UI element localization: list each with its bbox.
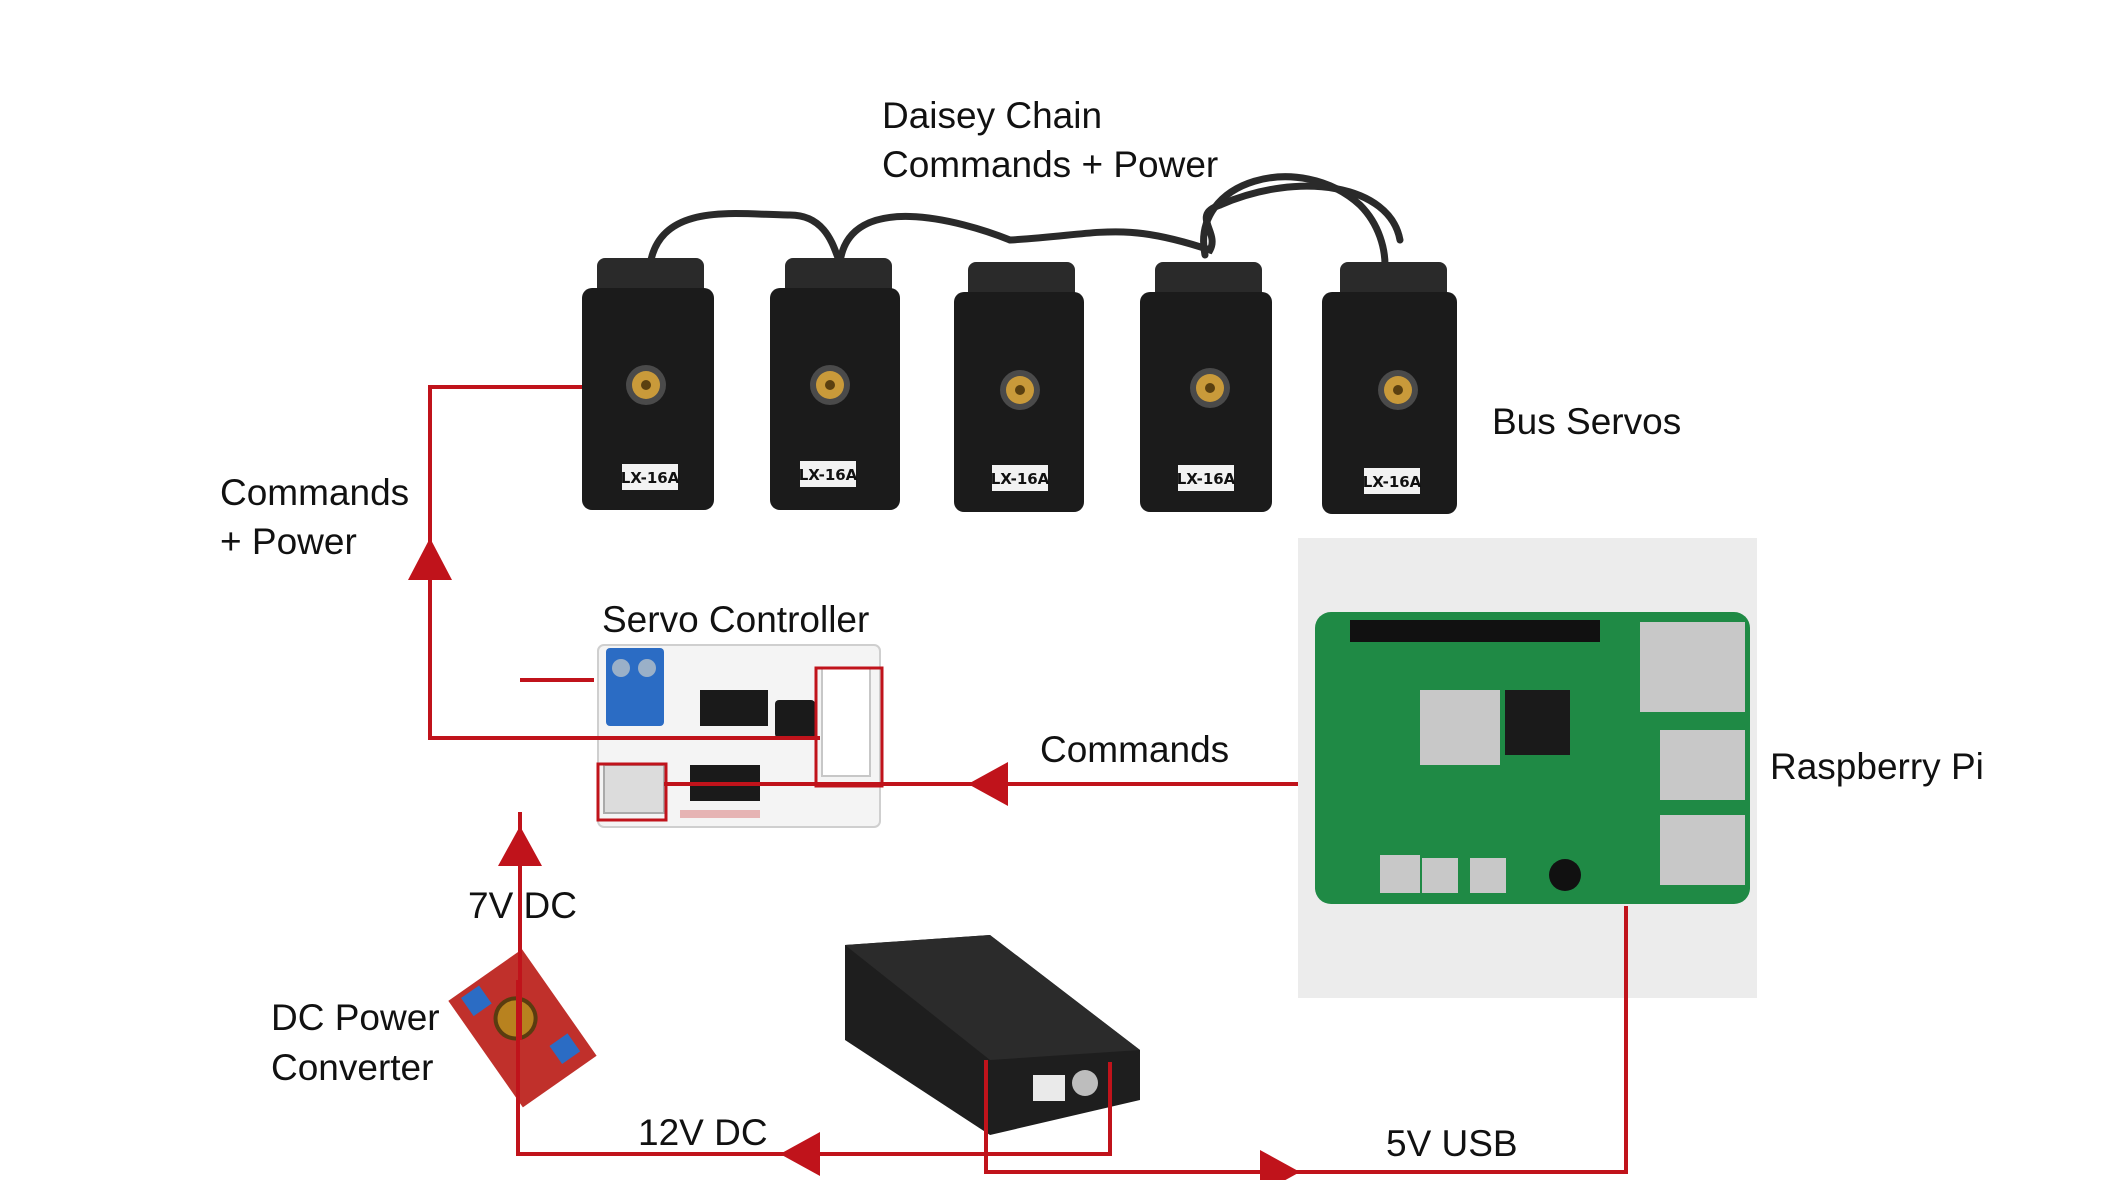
commands-power-label: Commands bbox=[220, 472, 409, 513]
servo-model-label: LX-16A bbox=[621, 469, 680, 487]
raspberry-pi-label: Raspberry Pi bbox=[1770, 746, 1984, 787]
five-v-usb-label: 5V USB bbox=[1386, 1123, 1518, 1164]
servo-motor-icon: LX-16A bbox=[582, 258, 714, 510]
servo-motor-icon: LX-16A bbox=[1322, 262, 1457, 514]
arrow-left-icon bbox=[780, 1132, 820, 1176]
servo-model-label: LX-16A bbox=[991, 470, 1050, 488]
servo-controller-label: Servo Controller bbox=[602, 599, 869, 640]
servo-motor-icon: LX-16A bbox=[954, 262, 1084, 512]
servo-model-label: LX-16A bbox=[799, 466, 858, 484]
bus-servos-label: Bus Servos bbox=[1492, 401, 1681, 442]
servo-motor-icon: LX-16A bbox=[1140, 262, 1272, 512]
dc-converter-board-icon bbox=[448, 949, 597, 1108]
arrow-up-icon bbox=[498, 826, 542, 866]
controller-port-highlight bbox=[814, 666, 884, 788]
daisy-chain-cable bbox=[646, 173, 1404, 269]
servo-row: LX-16A LX-16A LX-16A bbox=[582, 258, 1457, 514]
five-v-usb-wire bbox=[984, 906, 1628, 1174]
daisy-chain-sublabel: Commands + Power bbox=[882, 144, 1218, 185]
arrow-up-icon bbox=[408, 538, 452, 580]
dc-converter-sublabel: Converter bbox=[271, 1047, 433, 1088]
twelve-v-dc-label: 12V DC bbox=[638, 1112, 768, 1153]
dc-converter-label: DC Power bbox=[271, 997, 440, 1038]
servo-motor-icon: LX-16A bbox=[770, 258, 900, 510]
arrow-left-icon bbox=[968, 762, 1008, 806]
servo-model-label: LX-16A bbox=[1177, 470, 1236, 488]
battery-pack-icon bbox=[845, 935, 1140, 1135]
servo-model-label: LX-16A bbox=[1363, 473, 1422, 491]
seven-v-dc-label: 7V DC bbox=[468, 885, 577, 926]
wire-network bbox=[408, 385, 1628, 1180]
daisy-chain-label: Daisey Chain bbox=[882, 95, 1102, 136]
raspberry-pi-board-icon bbox=[1298, 538, 1757, 998]
commands-power-sublabel: + Power bbox=[220, 521, 357, 562]
commands-label: Commands bbox=[1040, 729, 1229, 770]
controller-usb-highlight bbox=[596, 762, 668, 822]
arrow-right-icon bbox=[1260, 1150, 1300, 1180]
